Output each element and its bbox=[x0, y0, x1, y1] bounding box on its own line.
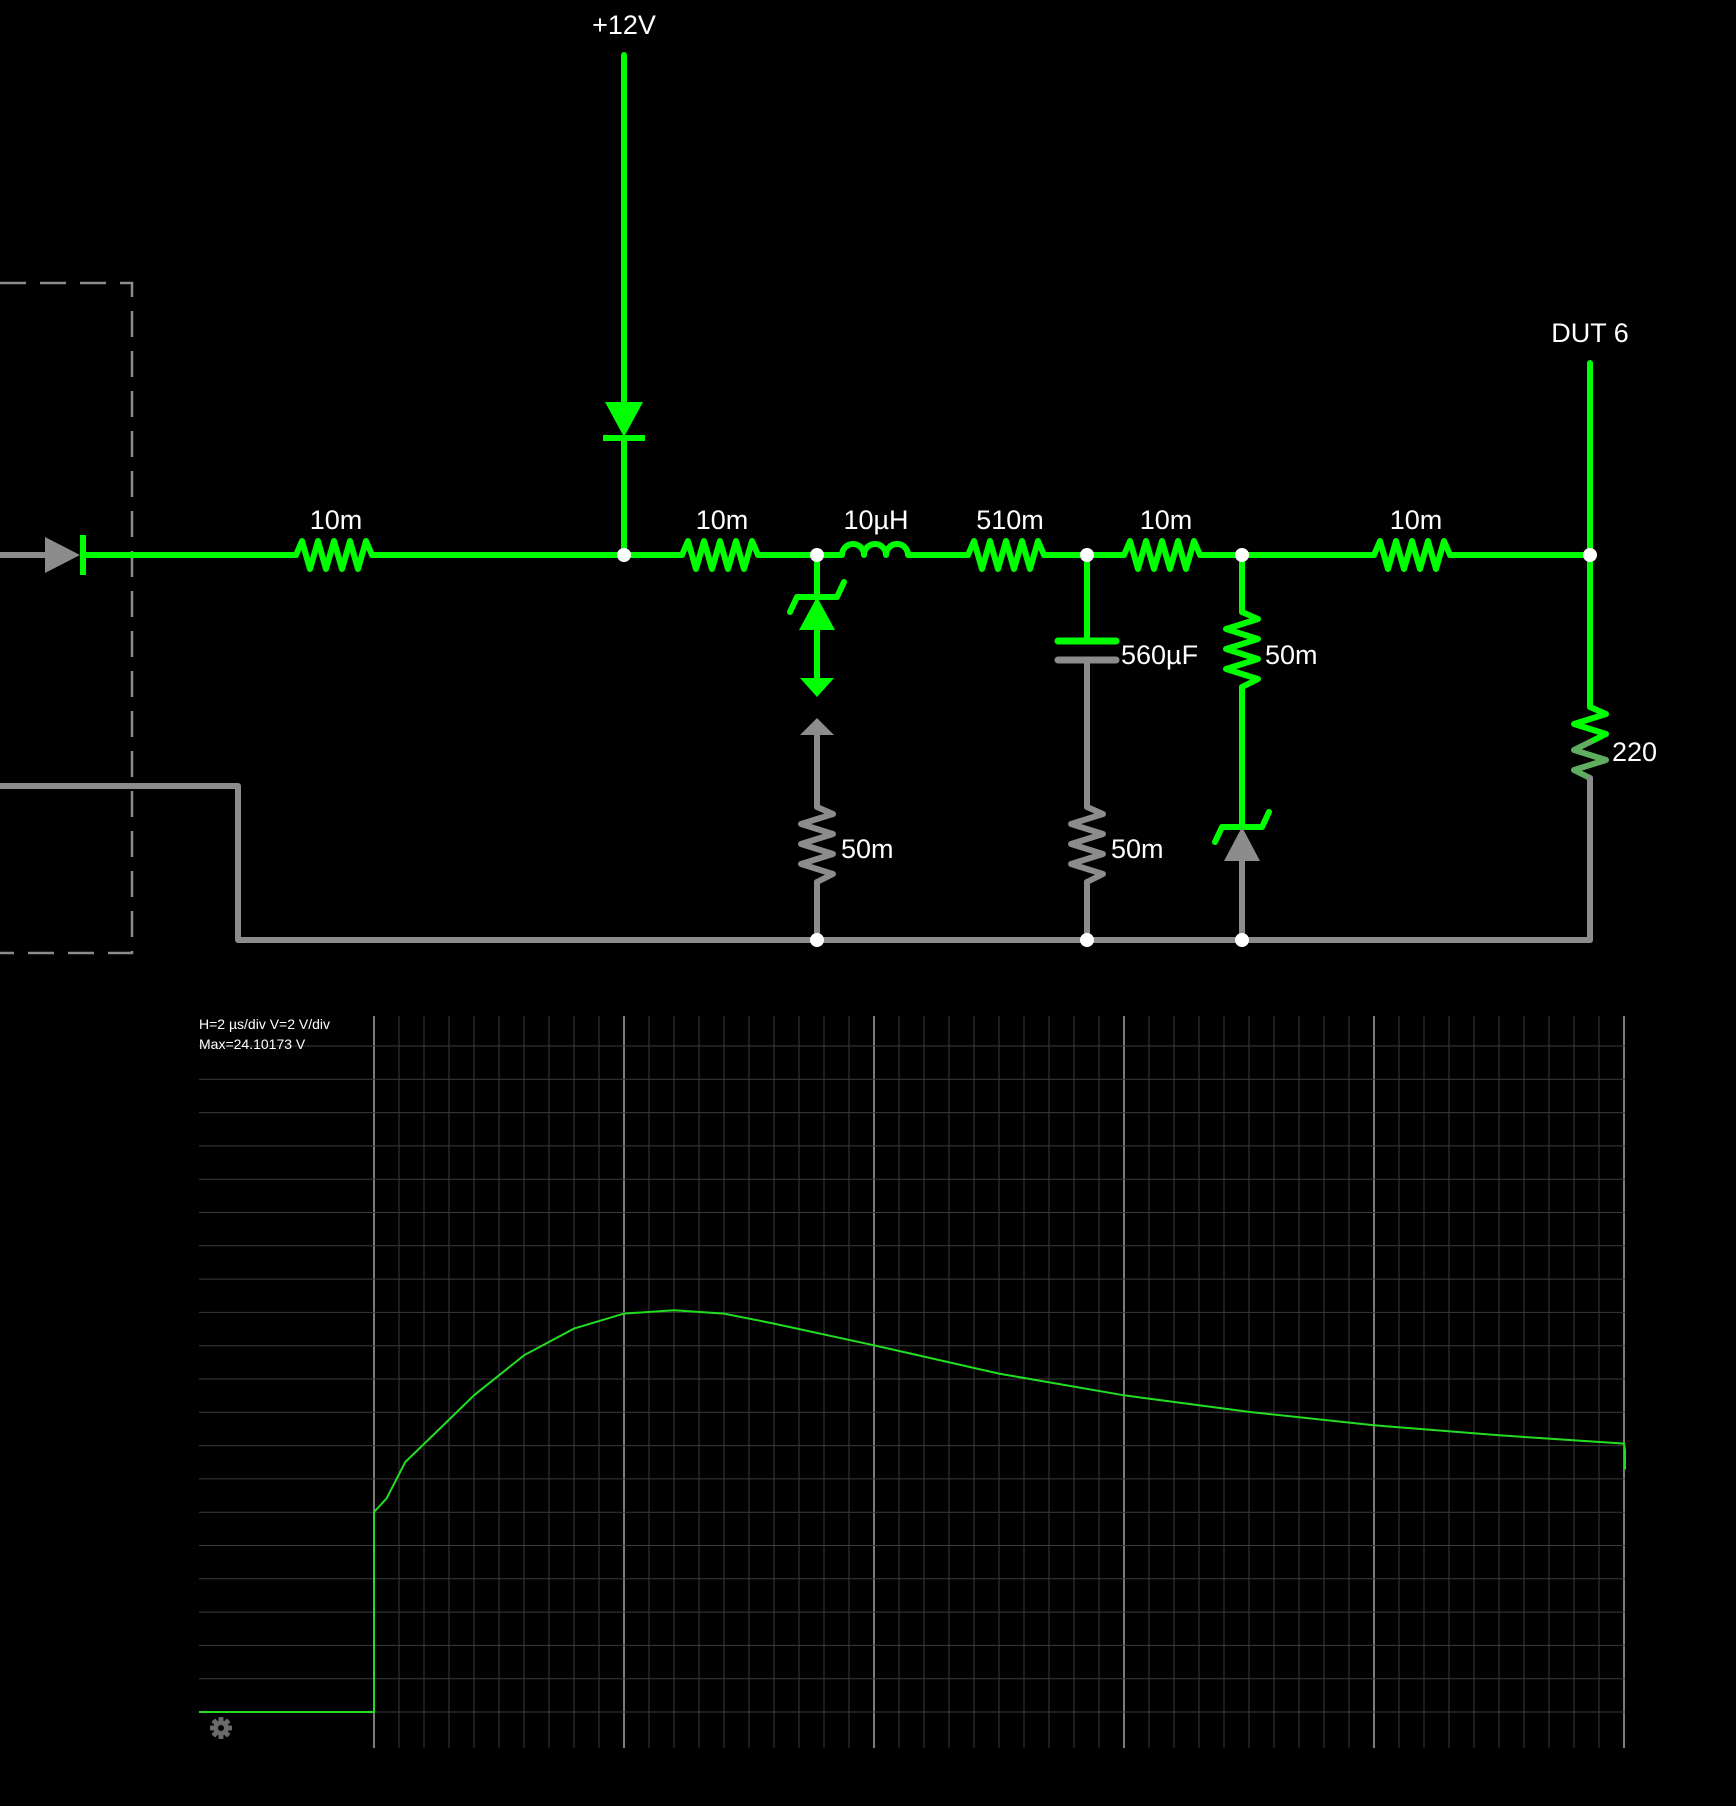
inductor-label: 10µH bbox=[843, 505, 908, 535]
resistor-input-label: 10m bbox=[310, 505, 363, 535]
junction-node bbox=[810, 933, 824, 947]
resistor-mid[interactable] bbox=[679, 538, 761, 572]
scope-max-readout: Max=24.10173 V bbox=[199, 1036, 306, 1052]
gear-icon[interactable] bbox=[210, 1717, 232, 1739]
scope-panel[interactable]: H=2 µs/div V=2 V/div Max=24.10173 V bbox=[199, 1016, 1626, 1748]
junction-node bbox=[1235, 548, 1249, 562]
resistor-after-cap-label: 10m bbox=[1140, 505, 1193, 535]
resistor-input[interactable] bbox=[293, 538, 375, 572]
resistor-output[interactable] bbox=[1371, 538, 1453, 572]
input-arrow-icon bbox=[45, 537, 80, 573]
resistor-load-label: 220 bbox=[1612, 737, 1657, 767]
resistor-tvs-ground-label: 50m bbox=[841, 834, 894, 864]
resistor-after-cap[interactable] bbox=[1121, 538, 1203, 572]
resistor-tvs-ground[interactable] bbox=[798, 804, 836, 885]
scope-trace bbox=[199, 1309, 1626, 1713]
resistor-cap-esr-label: 50m bbox=[1111, 834, 1164, 864]
inductor[interactable] bbox=[833, 541, 917, 558]
shunt-diode-icon[interactable] bbox=[1224, 827, 1260, 861]
junction-node bbox=[1080, 933, 1094, 947]
tvs-diode-icon[interactable] bbox=[799, 597, 835, 630]
supply-label: +12V bbox=[592, 10, 656, 40]
tvs-ground-arrow-icon bbox=[800, 678, 834, 697]
junction-node bbox=[1235, 933, 1249, 947]
junction-node bbox=[1080, 548, 1094, 562]
supply-diode-icon[interactable] bbox=[605, 402, 643, 437]
junction-node bbox=[1583, 548, 1597, 562]
resistor-series[interactable] bbox=[965, 538, 1047, 572]
resistor-output-label: 10m bbox=[1390, 505, 1443, 535]
schematic: +12V DUT 6 10m 10m 10µH 510m 10m 10m 560… bbox=[0, 10, 1657, 955]
resistor-shunt-label: 50m bbox=[1265, 640, 1318, 670]
scope-scale-info: H=2 µs/div V=2 V/div bbox=[199, 1016, 330, 1032]
resistor-mid-label: 10m bbox=[696, 505, 749, 535]
resistor-series-label: 510m bbox=[976, 505, 1044, 535]
ground-arrow-icon bbox=[800, 718, 834, 735]
subcircuit-box bbox=[0, 281, 134, 955]
resistor-load-bottom[interactable] bbox=[1571, 739, 1609, 781]
resistor-shunt[interactable] bbox=[1223, 609, 1261, 690]
resistor-load-top[interactable] bbox=[1571, 704, 1609, 745]
resistor-cap-esr[interactable] bbox=[1068, 804, 1106, 885]
probe-label: DUT 6 bbox=[1551, 318, 1629, 348]
junction-node bbox=[617, 548, 631, 562]
junction-node bbox=[810, 548, 824, 562]
scope-grid bbox=[199, 1016, 1625, 1748]
ground-return-wire[interactable] bbox=[0, 783, 1593, 943]
cap-label: 560µF bbox=[1121, 640, 1198, 670]
